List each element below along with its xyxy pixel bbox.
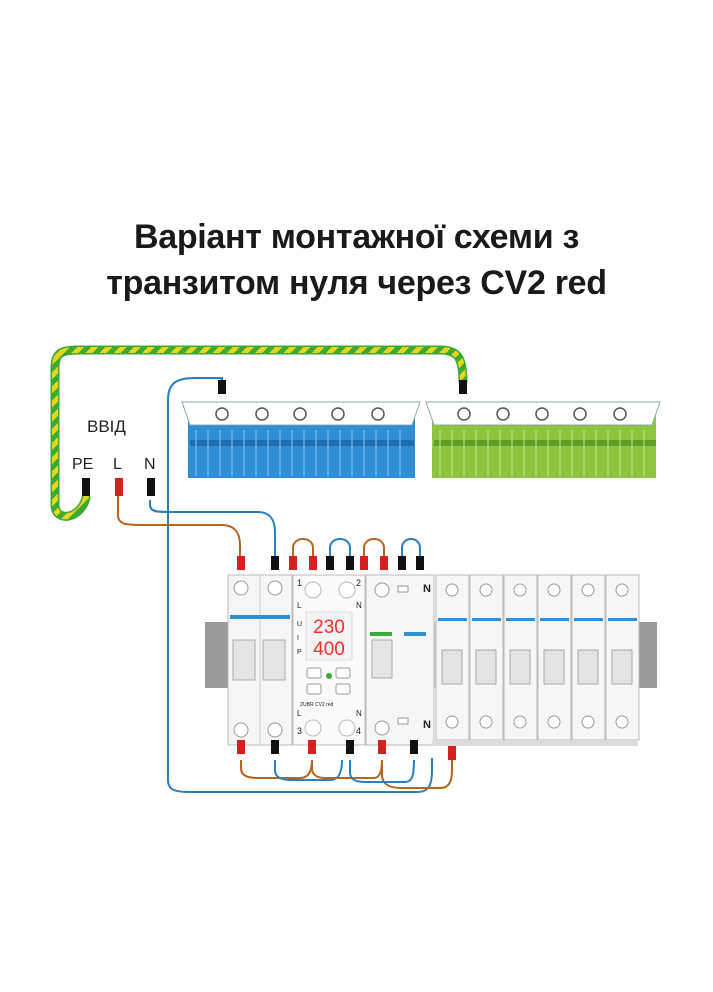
relay-model: ZUBR CV2 red <box>300 702 334 708</box>
relay-display-voltage: 230 <box>313 617 345 638</box>
jumper-blue-top-2 <box>401 538 421 560</box>
main-breaker <box>227 574 293 746</box>
relay-side-u: U <box>297 621 302 628</box>
relay-terminal-4: 4 <box>356 726 361 736</box>
relay-terminal-3: 3 <box>297 726 302 736</box>
rcd-n-top: N <box>423 583 431 595</box>
voltage-relay <box>292 574 366 746</box>
relay-terminal-2: 2 <box>356 578 361 588</box>
relay-terminal-1: 1 <box>297 578 302 588</box>
input-label: ВВІД <box>87 417 126 436</box>
top-wire-plugs <box>237 556 424 570</box>
bottom-brown-wire-2 <box>311 759 383 779</box>
pe-label: PE <box>72 456 93 473</box>
neutral-busbar <box>181 401 421 478</box>
jumper-blue-top-1 <box>329 538 351 560</box>
bottom-brown-wire-3 <box>381 758 453 789</box>
input-terminals <box>82 478 155 496</box>
relay-side-p: P <box>297 649 302 656</box>
bottom-wire-plugs <box>237 740 456 760</box>
line-input-wire <box>117 495 241 560</box>
l-label: L <box>113 456 122 473</box>
group-breakers <box>435 574 640 741</box>
bottom-blue-wire-2 <box>349 759 415 783</box>
rcd-device <box>365 574 435 746</box>
relay-side-l: L <box>297 601 302 610</box>
bottom-brown-wire-1 <box>240 759 313 779</box>
jumper-brown-top-1 <box>292 538 314 560</box>
relay-display-max: 400 <box>313 639 345 660</box>
bottom-blue-wire-1 <box>274 759 343 781</box>
relay-bottom-l: L <box>297 709 302 718</box>
diagram-title-line-1: Варіант монтажної схеми з <box>133 218 580 256</box>
pe-busbar <box>425 401 661 478</box>
relay-side-n: N <box>356 601 362 610</box>
relay-bottom-n: N <box>356 709 362 718</box>
n-label: N <box>144 456 156 473</box>
relay-side-i: I <box>297 635 299 642</box>
diagram-title-line-2: транзитом нуля через CV2 red <box>106 264 607 302</box>
jumper-brown-top-2 <box>363 538 385 560</box>
rcd-n-bottom: N <box>423 719 431 731</box>
